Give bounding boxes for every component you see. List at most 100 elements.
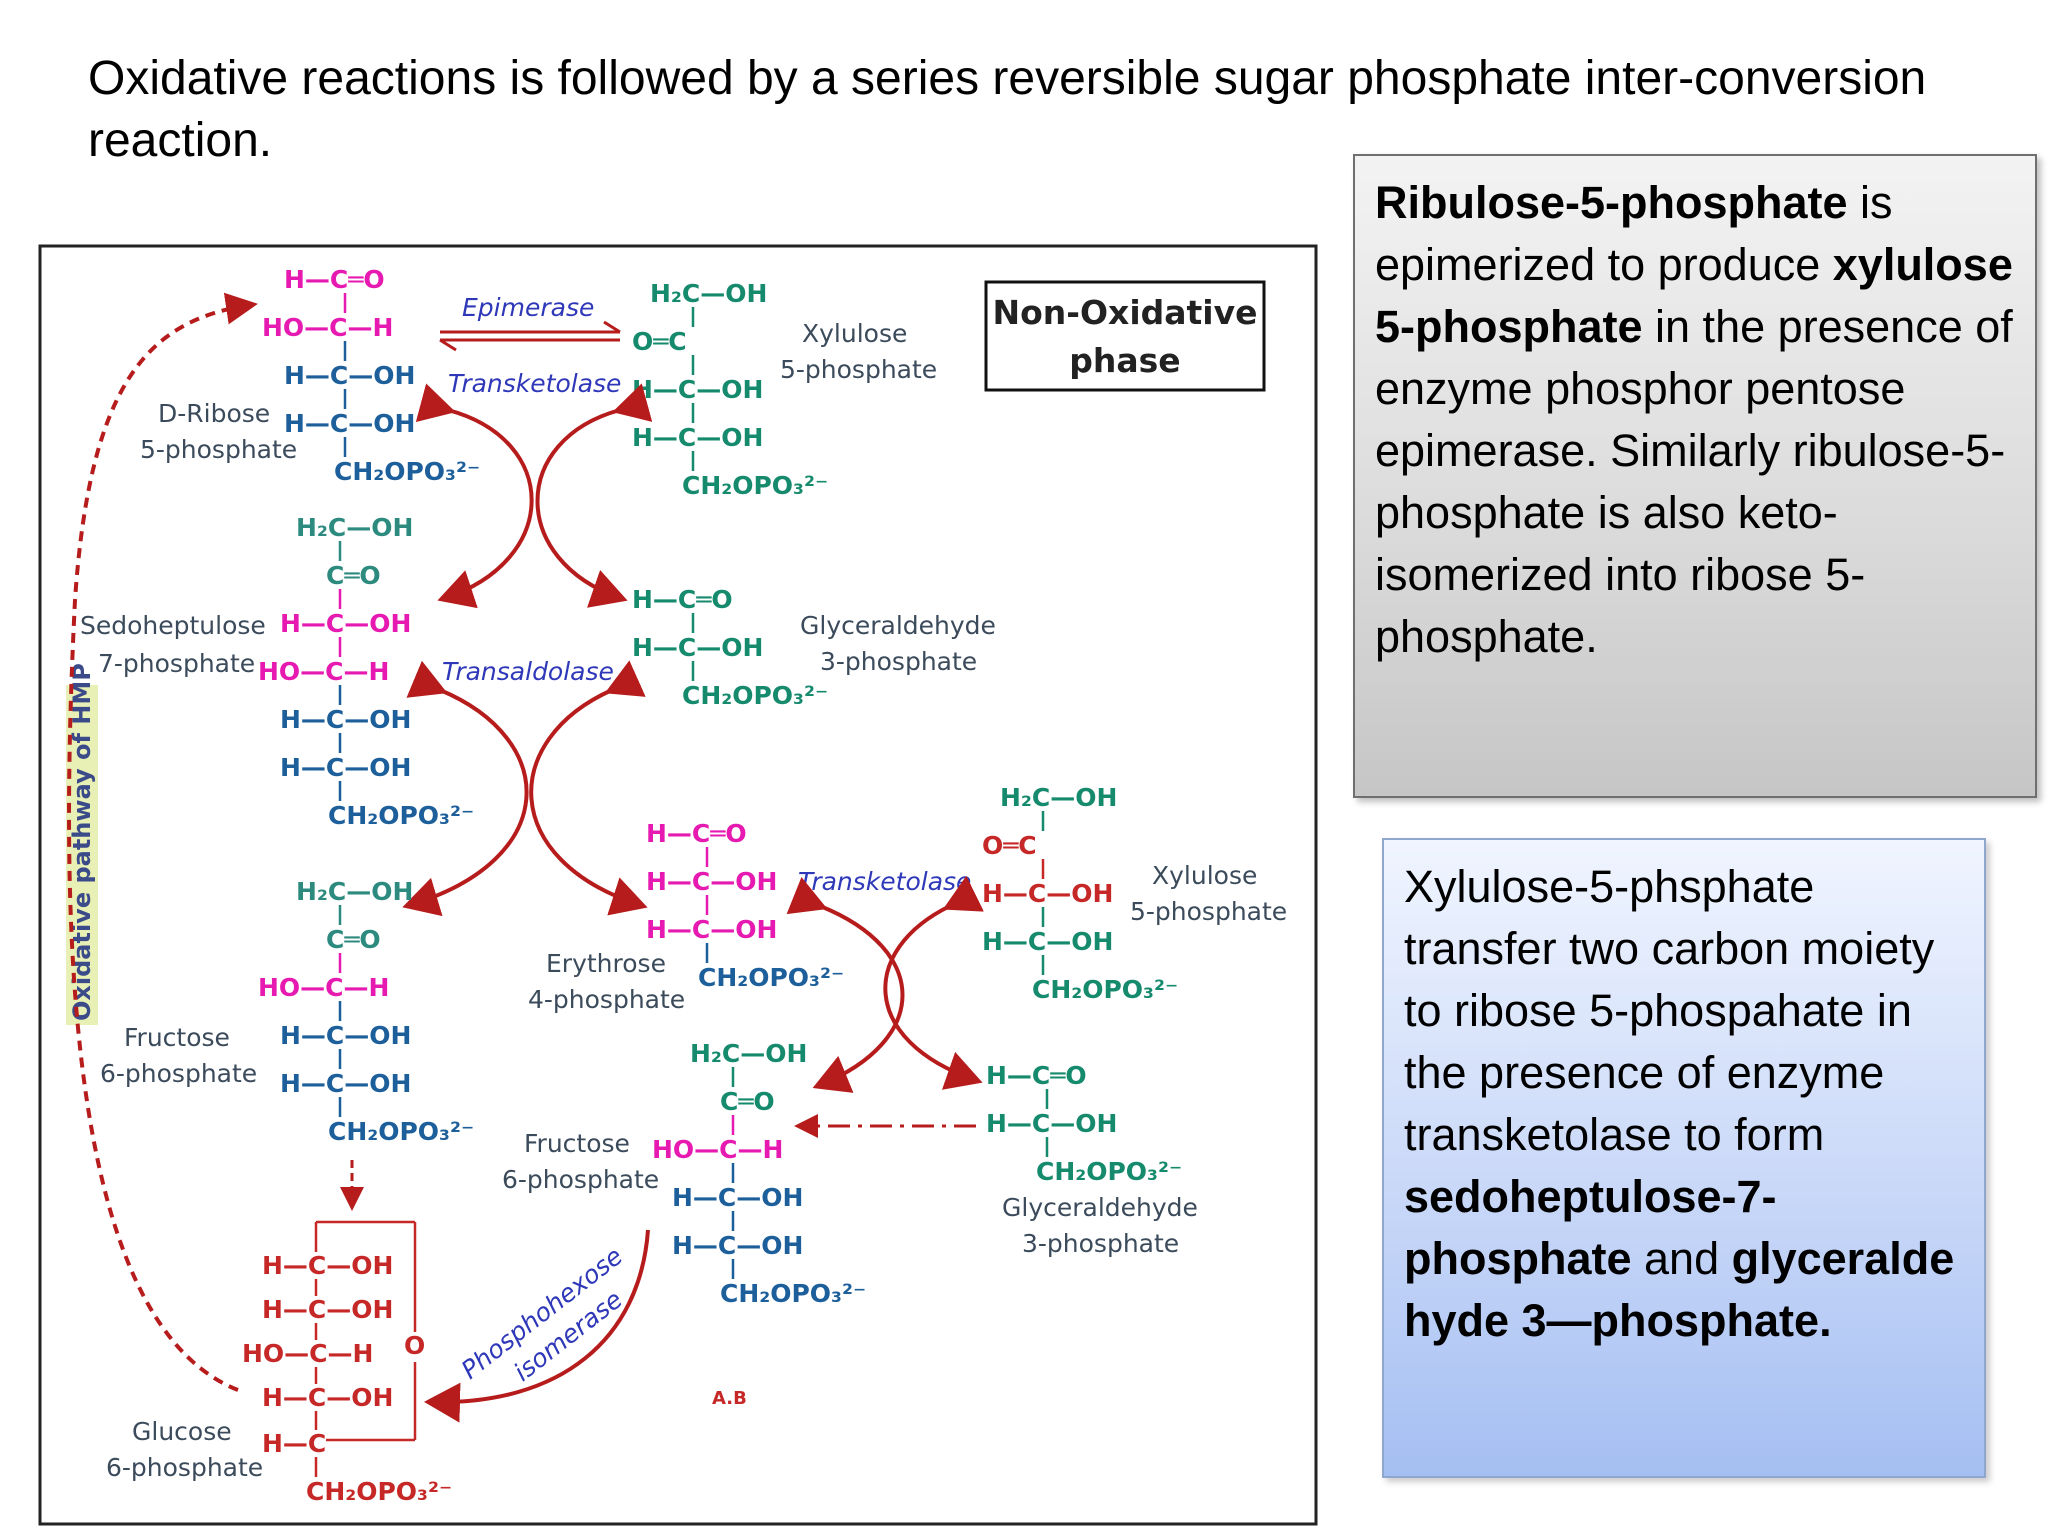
- fructose-6-phosphate-center: H₂C—OH C═O HO—C—H H—C—OH H—C—OH CH₂OPO₃²…: [502, 1039, 866, 1308]
- svg-text:3-phosphate: 3-phosphate: [820, 647, 977, 676]
- fructose-6-phosphate-left: H₂C—OH C═O HO—C—H H—C—OH H—C—OH CH₂OPO₃²…: [100, 877, 474, 1146]
- diagram-frame: [38, 244, 1318, 1526]
- xylulose-5-phosphate-middle: H₂C—OH O═C H—C—OH H—C—OH CH₂OPO₃²⁻ Xylul…: [982, 783, 1287, 1004]
- svg-text:O═C: O═C: [632, 327, 687, 356]
- svg-text:CH₂OPO₃²⁻: CH₂OPO₃²⁻: [328, 801, 474, 830]
- svg-text:H—C—OH: H—C—OH: [280, 753, 411, 782]
- transketolase-1-arrow-a: [415, 383, 534, 609]
- svg-text:Sedoheptulose: Sedoheptulose: [80, 611, 266, 640]
- svg-text:H—C—OH: H—C—OH: [982, 879, 1113, 908]
- glyceraldehyde-3-phosphate-lower: H—C═O H—C—OH CH₂OPO₃²⁻ Glyceraldehyde 3-…: [986, 1061, 1198, 1258]
- transketolase-label-2: Transketolase: [798, 867, 971, 896]
- svg-text:H₂C—OH: H₂C—OH: [296, 513, 413, 542]
- svg-text:7-phosphate: 7-phosphate: [98, 649, 255, 678]
- svg-text:C═O: C═O: [326, 561, 381, 590]
- svg-text:H—C: H—C: [262, 1429, 326, 1458]
- svg-text:H₂C—OH: H₂C—OH: [650, 279, 767, 308]
- svg-text:3-phosphate: 3-phosphate: [1022, 1229, 1179, 1258]
- svg-text:Xylulose: Xylulose: [802, 319, 907, 348]
- svg-text:H—C—OH: H—C—OH: [284, 361, 415, 390]
- svg-text:HO—C—H: HO—C—H: [652, 1135, 783, 1164]
- svg-text:O: O: [404, 1331, 425, 1360]
- svg-text:H—C—OH: H—C—OH: [280, 705, 411, 734]
- transketolase-label-1: Transketolase: [448, 369, 621, 398]
- svg-text:H—C═O: H—C═O: [632, 585, 733, 614]
- author-signature: A.B: [712, 1388, 747, 1409]
- phase-label-box: [984, 280, 1266, 392]
- glyceraldehyde-3-phosphate-upper: H—C═O H—C—OH CH₂OPO₃²⁻ Glyceraldehyde 3-…: [632, 585, 996, 710]
- svg-text:H—C—OH: H—C—OH: [672, 1183, 803, 1212]
- svg-text:5-phosphate: 5-phosphate: [140, 435, 297, 464]
- page-title: Oxidative reactions is followed by a ser…: [88, 52, 1927, 167]
- svg-text:Xylulose: Xylulose: [1152, 861, 1257, 890]
- svg-text:Erythrose: Erythrose: [546, 949, 666, 978]
- glyceraldehyde-term: glyceralde hyde 3—phosphate.: [1404, 1233, 1955, 1346]
- svg-text:Glucose: Glucose: [132, 1417, 232, 1446]
- svg-text:H—C—OH: H—C—OH: [280, 1069, 411, 1098]
- svg-text:CH₂OPO₃²⁻: CH₂OPO₃²⁻: [720, 1279, 866, 1308]
- svg-text:D-Ribose: D-Ribose: [158, 399, 270, 428]
- svg-text:CH₂OPO₃²⁻: CH₂OPO₃²⁻: [682, 681, 828, 710]
- sedoheptulose-term: sedoheptulose-7-phosphate: [1404, 1171, 1777, 1284]
- svg-text:HO—C—H: HO—C—H: [242, 1339, 373, 1368]
- svg-text:H—C—OH: H—C—OH: [262, 1383, 393, 1412]
- svg-text:CH₂OPO₃²⁻: CH₂OPO₃²⁻: [682, 471, 828, 500]
- sedoheptulose-7-phosphate: H₂C—OH C═O H—C—OH HO—C—H H—C—OH H—C—OH C…: [80, 513, 474, 830]
- phase-label-line2: phase: [1069, 341, 1180, 380]
- ribulose-term: Ribulose-5-phosphate: [1375, 177, 1848, 228]
- xylulose-5-phosphate-top: H₂C—OH O═C H—C—OH H—C—OH CH₂OPO₃²⁻ Xylul…: [632, 279, 937, 500]
- svg-text:CH₂OPO₃²⁻: CH₂OPO₃²⁻: [306, 1477, 452, 1506]
- svg-text:4-phosphate: 4-phosphate: [528, 985, 685, 1014]
- svg-text:5-phosphate: 5-phosphate: [780, 355, 937, 384]
- transaldolase-arrow-a: [402, 660, 529, 917]
- transketolase-1-arrow-b: [535, 383, 653, 608]
- svg-text:6-phosphate: 6-phosphate: [100, 1059, 257, 1088]
- svg-text:Fructose: Fructose: [124, 1023, 230, 1052]
- transaldolase-label: Transaldolase: [442, 657, 614, 686]
- blue-text-2: and: [1631, 1233, 1732, 1284]
- svg-text:Glyceraldehyde: Glyceraldehyde: [800, 611, 996, 640]
- svg-text:H₂C—OH: H₂C—OH: [690, 1039, 807, 1068]
- svg-text:H—C—OH: H—C—OH: [986, 1109, 1117, 1138]
- svg-text:O═C: O═C: [982, 831, 1037, 860]
- svg-text:H—C—OH: H—C—OH: [672, 1231, 803, 1260]
- svg-text:6-phosphate: 6-phosphate: [502, 1165, 659, 1194]
- svg-text:H—C—OH: H—C—OH: [280, 1021, 411, 1050]
- svg-text:H—C—OH: H—C—OH: [262, 1251, 393, 1280]
- phosphohexose-isomerase-arrow: [424, 1229, 650, 1423]
- svg-text:H—C—OH: H—C—OH: [632, 423, 763, 452]
- phase-label-line1: Non-Oxidative: [993, 293, 1258, 332]
- svg-text:H—C—OH: H—C—OH: [280, 609, 411, 638]
- svg-text:H—C—OH: H—C—OH: [284, 409, 415, 438]
- svg-text:H—C—OH: H—C—OH: [632, 633, 763, 662]
- svg-text:HO—C—H: HO—C—H: [258, 973, 389, 1002]
- blue-text-1: Xylulose-5-phsphate transfer two carbon …: [1404, 861, 1935, 1160]
- svg-text:H₂C—OH: H₂C—OH: [296, 877, 413, 906]
- svg-text:H—C═O: H—C═O: [284, 265, 385, 294]
- svg-text:CH₂OPO₃²⁻: CH₂OPO₃²⁻: [328, 1117, 474, 1146]
- svg-text:H₂C—OH: H₂C—OH: [1000, 783, 1117, 812]
- svg-text:6-phosphate: 6-phosphate: [106, 1453, 263, 1482]
- gray-text-1: is epimerized to produce: [1375, 177, 1893, 290]
- svg-text:H—C—OH: H—C—OH: [632, 375, 763, 404]
- transketolase-2-arrow-a: [786, 877, 905, 1093]
- transaldolase-arrow-b: [529, 660, 648, 916]
- transketolase-2-arrow-b: [883, 875, 984, 1090]
- glucose-6-phosphate: H—C—OH H—C—OH HO—C—H H—C—OH H—C CH₂OPO₃²…: [106, 1220, 452, 1506]
- recycle-dashed-arrow: [67, 292, 258, 1392]
- transketolase-info-box: Xylulose-5-phsphate transfer two carbon …: [1382, 838, 1986, 1478]
- svg-text:Glyceraldehyde: Glyceraldehyde: [1002, 1193, 1198, 1222]
- svg-text:CH₂OPO₃²⁻: CH₂OPO₃²⁻: [698, 963, 844, 992]
- svg-text:H—C═O: H—C═O: [986, 1061, 1087, 1090]
- epimerization-info-box: Ribulose-5-phosphate is epimerized to pr…: [1353, 154, 2037, 798]
- svg-text:H—C—OH: H—C—OH: [262, 1295, 393, 1324]
- svg-text:CH₂OPO₃²⁻: CH₂OPO₃²⁻: [334, 457, 480, 486]
- svg-text:HO—C—H: HO—C—H: [262, 313, 393, 342]
- svg-text:HO—C—H: HO—C—H: [258, 657, 389, 686]
- svg-text:CH₂OPO₃²⁻: CH₂OPO₃²⁻: [1032, 975, 1178, 1004]
- xylulose-term: xylulose 5-phosphate: [1375, 239, 2013, 352]
- side-label-text: Oxidative pathway of HMP: [68, 663, 96, 1021]
- svg-text:C═O: C═O: [326, 925, 381, 954]
- svg-text:5-phosphate: 5-phosphate: [1130, 897, 1287, 926]
